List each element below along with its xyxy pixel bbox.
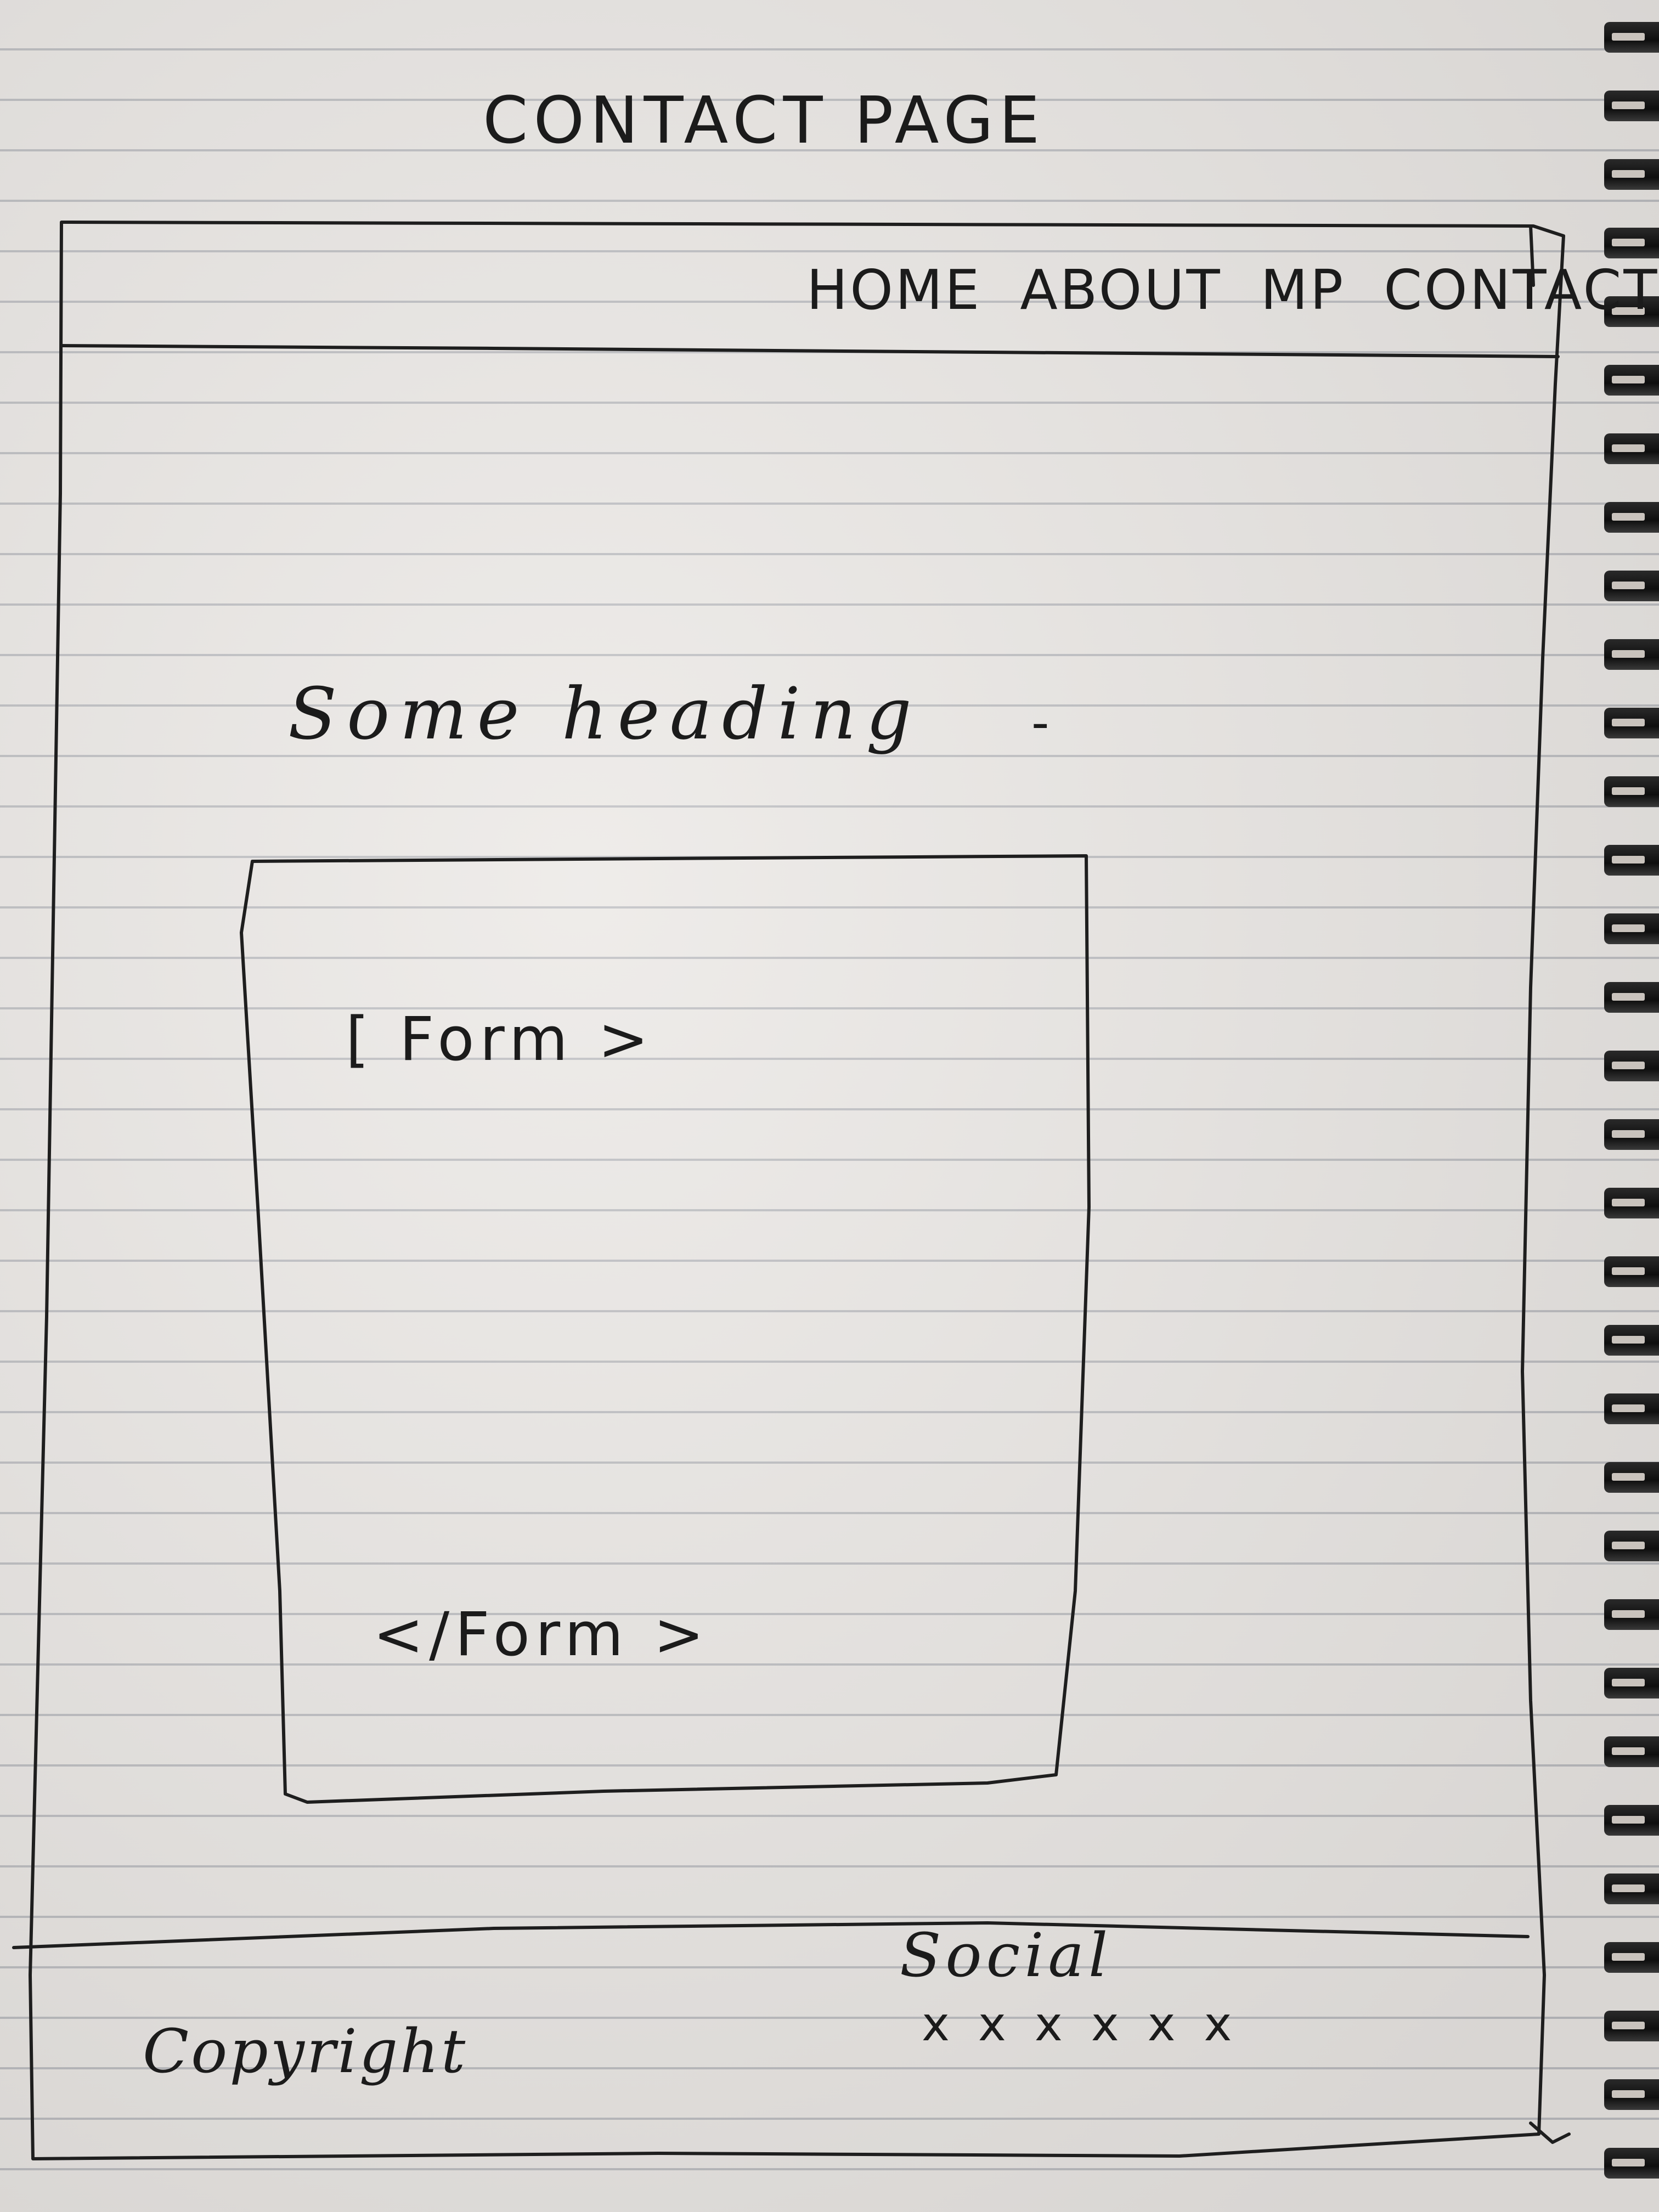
spiral-coil bbox=[1604, 1256, 1659, 1287]
spiral-coil bbox=[1604, 1668, 1659, 1699]
social-icon[interactable]: x bbox=[922, 1997, 950, 2052]
social-icon[interactable]: x bbox=[978, 1997, 1006, 2052]
nav-bar: HOME ABOUT MP CONTACT bbox=[806, 258, 1659, 322]
form-box bbox=[240, 854, 1091, 1804]
spiral-coil bbox=[1604, 1393, 1659, 1424]
social-icon[interactable]: x bbox=[1091, 1997, 1119, 2052]
footer-divider bbox=[12, 1921, 1530, 1949]
spiral-coil bbox=[1604, 433, 1659, 464]
nav-item-mp[interactable]: MP bbox=[1260, 258, 1346, 322]
heading-trailing-mark: - bbox=[1031, 694, 1049, 752]
spiral-coil bbox=[1604, 22, 1659, 53]
spiral-coil bbox=[1604, 776, 1659, 807]
spiral-coil bbox=[1604, 1599, 1659, 1630]
form-open-tag: [ Form > bbox=[346, 1004, 654, 1074]
spiral-coil bbox=[1604, 1462, 1659, 1493]
spiral-coil bbox=[1604, 228, 1659, 258]
spiral-coil bbox=[1604, 1531, 1659, 1561]
social-icon[interactable]: x bbox=[1034, 1997, 1063, 2052]
spiral-coil bbox=[1604, 845, 1659, 876]
spiral-coil bbox=[1604, 708, 1659, 738]
spiral-coil bbox=[1604, 365, 1659, 396]
header-right-edge bbox=[1529, 224, 1535, 287]
spiral-coil bbox=[1604, 1188, 1659, 1218]
social-icon[interactable]: x bbox=[1204, 1997, 1232, 2052]
spiral-coil bbox=[1604, 159, 1659, 190]
frame-corner-mark bbox=[1529, 2121, 1571, 2144]
spiral-coil bbox=[1604, 1942, 1659, 1973]
spiral-coil bbox=[1604, 296, 1659, 327]
social-icons: x x x x x x bbox=[922, 1997, 1232, 2052]
spiral-coil bbox=[1604, 1874, 1659, 1904]
nav-item-about[interactable]: ABOUT bbox=[1020, 258, 1222, 322]
spiral-coil bbox=[1604, 639, 1659, 670]
copyright-text: Copyright bbox=[143, 2016, 468, 2086]
nav-item-home[interactable]: HOME bbox=[806, 258, 982, 322]
spiral-coil bbox=[1604, 91, 1659, 121]
spiral-coil bbox=[1604, 1119, 1659, 1150]
spiral-coil bbox=[1604, 2148, 1659, 2179]
page-frame bbox=[29, 221, 1565, 2160]
spiral-coil bbox=[1604, 982, 1659, 1013]
spiral-coil bbox=[1604, 1736, 1659, 1767]
form-close-tag: </Form > bbox=[373, 1599, 710, 1669]
spiral-coil bbox=[1604, 1051, 1659, 1081]
page-title: CONTACT PAGE bbox=[483, 82, 1046, 158]
spiral-coil bbox=[1604, 2079, 1659, 2110]
spiral-binding bbox=[1599, 22, 1659, 2194]
social-icon[interactable]: x bbox=[1147, 1997, 1176, 2052]
main-heading: Some heading bbox=[288, 672, 922, 755]
header-divider bbox=[60, 344, 1560, 358]
spiral-coil bbox=[1604, 913, 1659, 944]
spiral-coil bbox=[1604, 1325, 1659, 1356]
spiral-coil bbox=[1604, 1805, 1659, 1836]
social-label: Social bbox=[900, 1920, 1113, 1990]
spiral-coil bbox=[1604, 571, 1659, 601]
nav-item-contact[interactable]: CONTACT bbox=[1384, 258, 1659, 322]
spiral-coil bbox=[1604, 2011, 1659, 2041]
spiral-coil bbox=[1604, 502, 1659, 533]
